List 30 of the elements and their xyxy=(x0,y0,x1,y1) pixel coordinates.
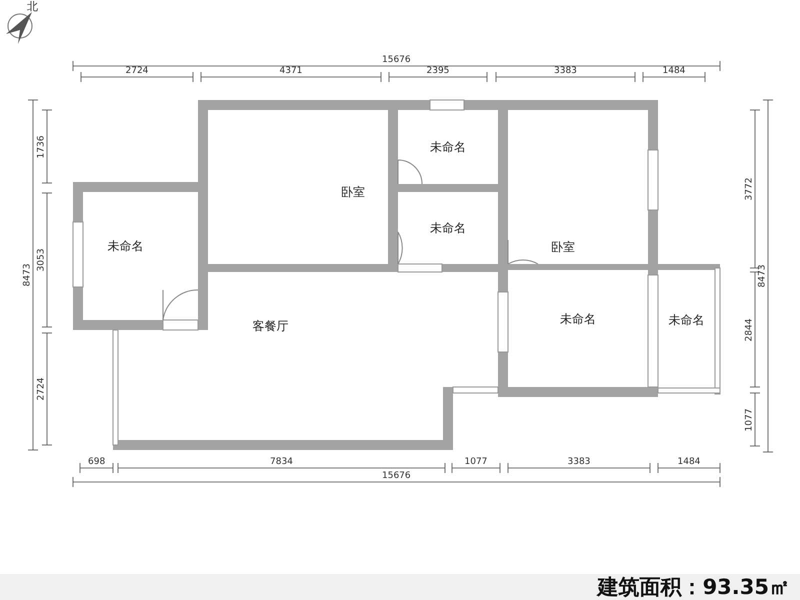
dimension-label: 2844 xyxy=(744,318,754,341)
dimension-label: 698 xyxy=(88,457,106,467)
dimension-label: 3053 xyxy=(36,248,46,272)
area-caption: 建筑面积：93.35㎡ xyxy=(598,575,790,599)
dimension-label: 15676 xyxy=(382,55,411,65)
dimension-label: 1484 xyxy=(678,457,700,467)
dimension-label: 3772 xyxy=(744,178,754,200)
dimension-label: 3383 xyxy=(568,457,590,467)
dimension-label: 1077 xyxy=(464,457,488,467)
room-label: 未命名 xyxy=(108,238,144,254)
room-label: 客餐厅 xyxy=(252,318,288,334)
north-label: 北 xyxy=(27,2,38,12)
dimension-label: 15676 xyxy=(382,471,411,481)
room-label: 未命名 xyxy=(668,312,704,328)
dimension-label: 1484 xyxy=(662,66,686,76)
room-label: 卧室 xyxy=(551,238,575,256)
dimension-label: 8473 xyxy=(756,264,767,288)
room-label: 卧室 xyxy=(341,184,365,200)
dimension-label: 1077 xyxy=(744,408,754,431)
dimension-label: 7834 xyxy=(270,457,293,467)
room-label: 未命名 xyxy=(430,220,466,236)
dimension-label: 4371 xyxy=(280,66,302,76)
room-label: 未命名 xyxy=(430,138,466,156)
dimension-label: 8473 xyxy=(22,264,32,286)
dimension-label: 2724 xyxy=(36,378,46,400)
dimension-label: 2724 xyxy=(126,66,148,76)
dimension-label: 1736 xyxy=(36,135,46,158)
dimension-label: 3383 xyxy=(554,66,577,76)
room-label: 未命名 xyxy=(560,311,596,328)
dimension-label: 2395 xyxy=(426,66,450,76)
